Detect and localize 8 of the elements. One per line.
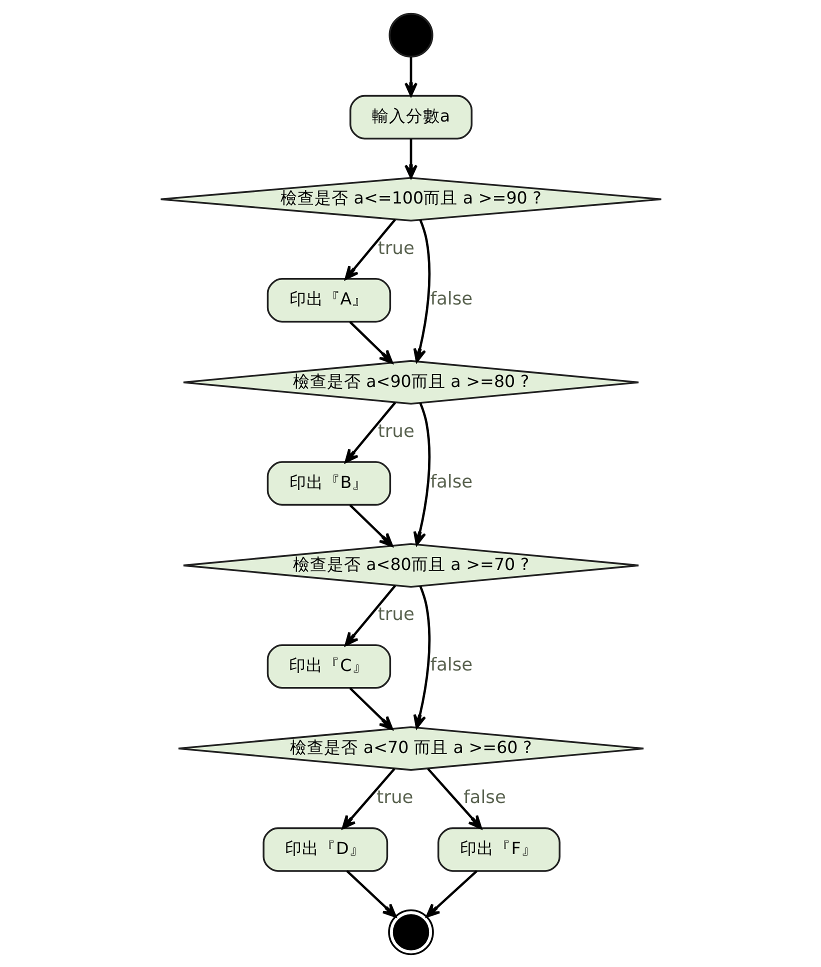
edge-label: false [430, 471, 472, 492]
edge-label: true [377, 237, 414, 258]
edge-label: false [430, 654, 472, 676]
edge-label: false [430, 288, 472, 309]
edge-label: true [376, 786, 413, 808]
edge-label: false [463, 786, 506, 808]
edge-label: true [377, 604, 414, 625]
edge-label: true [377, 420, 414, 442]
